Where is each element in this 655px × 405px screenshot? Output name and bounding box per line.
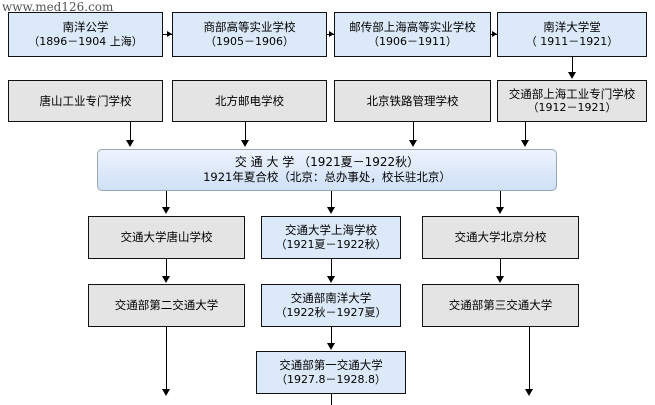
connector-hub-to-r3c1 [166, 191, 167, 209]
arrowhead-r4c2-to-r5c2 [327, 343, 335, 350]
node-subtitle: （1905－1906） [205, 34, 294, 48]
node-title: 邮传部上海高等实业学校 [349, 20, 476, 35]
node-subtitle: （ 1911－1921） [525, 34, 619, 48]
node-subtitle: 1921年夏合校（北京：总办事处，校长驻北京） [203, 170, 451, 185]
node-jiaoda-shanghai-xuexiao[interactable]: 交通大学上海学校 （1921夏－1922秋） [261, 216, 401, 259]
arrowhead-r2c1-to-hub [126, 140, 134, 147]
node-title: 交通大学上海学校 [285, 223, 377, 238]
node-subtitle: （1927.8－1928.8） [276, 372, 386, 386]
connector-r3c2-to-r4c2 [331, 259, 332, 277]
connector-r3c3-to-r4c3 [500, 259, 501, 277]
connector-r1c4-to-r2c4 [572, 57, 573, 74]
node-jiaotongbu-shanghai-gongye[interactable]: 交通部上海工业专门学校 （1912－1921） [497, 80, 647, 122]
node-jiaotongbu-di-san-jiaoda[interactable]: 交通部第三交通大学 [422, 284, 579, 327]
connector-r2c2-to-hub [245, 122, 246, 142]
node-jiaotongbu-di-yi-jiaoda[interactable]: 交通部第一交通大学 （1927.8－1928.8） [256, 351, 406, 394]
connector-r2c4-to-hub [525, 122, 526, 142]
arrowhead-hub-to-r3c2 [327, 207, 335, 214]
node-tangshan-gongye[interactable]: 唐山工业专门学校 [8, 80, 163, 122]
node-title: 交通部南洋大学 [290, 291, 372, 306]
node-title: 交通大学北京分校 [454, 230, 547, 245]
node-jiaoda-tangshan-xuexiao[interactable]: 交通大学唐山学校 [88, 216, 245, 259]
node-title: 交 通 大 学 （1921夏－1922秋） [234, 155, 420, 170]
node-subtitle: （1912－1921） [527, 101, 617, 115]
node-beifang-youdian[interactable]: 北方邮电学校 [172, 80, 327, 122]
arrowhead-r1c3-to-r1c4 [492, 31, 497, 37]
node-youchuanbu-shanghai[interactable]: 邮传部上海高等实业学校 （1906－1911） [334, 12, 491, 57]
node-subtitle: （1921夏－1922秋） [275, 237, 387, 251]
node-subtitle: （1922秋－1927夏） [275, 305, 387, 319]
node-subtitle: （1906－1911） [368, 34, 457, 48]
connector-r4c1-to-bottom [166, 327, 167, 391]
arrowhead-r3c3-to-r4c3 [496, 276, 504, 283]
node-jiaoda-beijing-fenxiao[interactable]: 交通大学北京分校 [422, 216, 579, 259]
connector-hub-to-r3c3 [500, 191, 501, 209]
connector-hub-to-r3c2 [331, 191, 332, 209]
arrowhead-r2c4-to-hub [521, 140, 529, 147]
connector-r2c3-to-hub [413, 122, 414, 142]
node-beijing-tielu-guanli[interactable]: 北京铁路管理学校 [334, 80, 491, 122]
node-subtitle: （1896－1904 上海） [28, 34, 143, 48]
arrowhead-r1c4-to-r2c4 [568, 72, 576, 79]
arrowhead-hub-to-r3c3 [496, 207, 504, 214]
node-nanyang-daxuetang[interactable]: 南洋大学堂 （ 1911－1921） [497, 12, 647, 57]
node-jiaotong-daxue-hub[interactable]: 交 通 大 学 （1921夏－1922秋） 1921年夏合校（北京：总办事处，校… [97, 149, 557, 191]
node-title: 北方邮电学校 [215, 93, 284, 108]
node-title: 唐山工业专门学校 [39, 93, 132, 108]
node-title: 南洋公学 [62, 20, 109, 35]
node-jiaotongbu-di-er-jiaoda[interactable]: 交通部第二交通大学 [88, 284, 245, 327]
connector-r5c2-to-bottom [331, 394, 332, 405]
node-title: 北京铁路管理学校 [366, 93, 459, 108]
connector-r4c2-to-r5c2 [331, 327, 332, 344]
node-jiaotongbu-nanyang-daxue[interactable]: 交通部南洋大学 （1922秋－1927夏） [261, 284, 401, 327]
arrowhead-r3c2-to-r4c2 [327, 276, 335, 283]
node-title: 南洋大学堂 [543, 20, 601, 35]
node-title: 交通部上海工业专门学校 [508, 86, 636, 101]
node-title: 商部高等实业学校 [203, 20, 296, 35]
arrowhead-r2c3-to-hub [409, 140, 417, 147]
connector-r3c1-to-r4c1 [166, 259, 167, 277]
arrowhead-r1c1-to-r1c2 [167, 31, 172, 37]
node-nanyang-gongxue[interactable]: 南洋公学 （1896－1904 上海） [8, 12, 163, 57]
node-title: 交通部第三交通大学 [448, 298, 553, 313]
arrowhead-r1c2-to-r1c3 [329, 31, 334, 37]
arrowhead-r2c2-to-hub [241, 140, 249, 147]
connector-r2c1-to-hub [130, 122, 131, 142]
node-shangbu-gaodeng-shiye[interactable]: 商部高等实业学校 （1905－1906） [172, 12, 327, 57]
arrowhead-r4c1-to-bottom [162, 389, 170, 396]
connector-r4c3-to-bottom [529, 327, 530, 391]
arrowhead-r3c1-to-r4c1 [162, 276, 170, 283]
arrowhead-hub-to-r3c1 [162, 207, 170, 214]
node-title: 交通部第一交通大学 [279, 358, 383, 373]
watermark-text: www.med126.com [2, 0, 114, 14]
node-title: 交通大学唐山学校 [120, 230, 213, 245]
node-title: 交通部第二交通大学 [114, 298, 219, 313]
arrowhead-r4c3-to-bottom [525, 389, 533, 396]
